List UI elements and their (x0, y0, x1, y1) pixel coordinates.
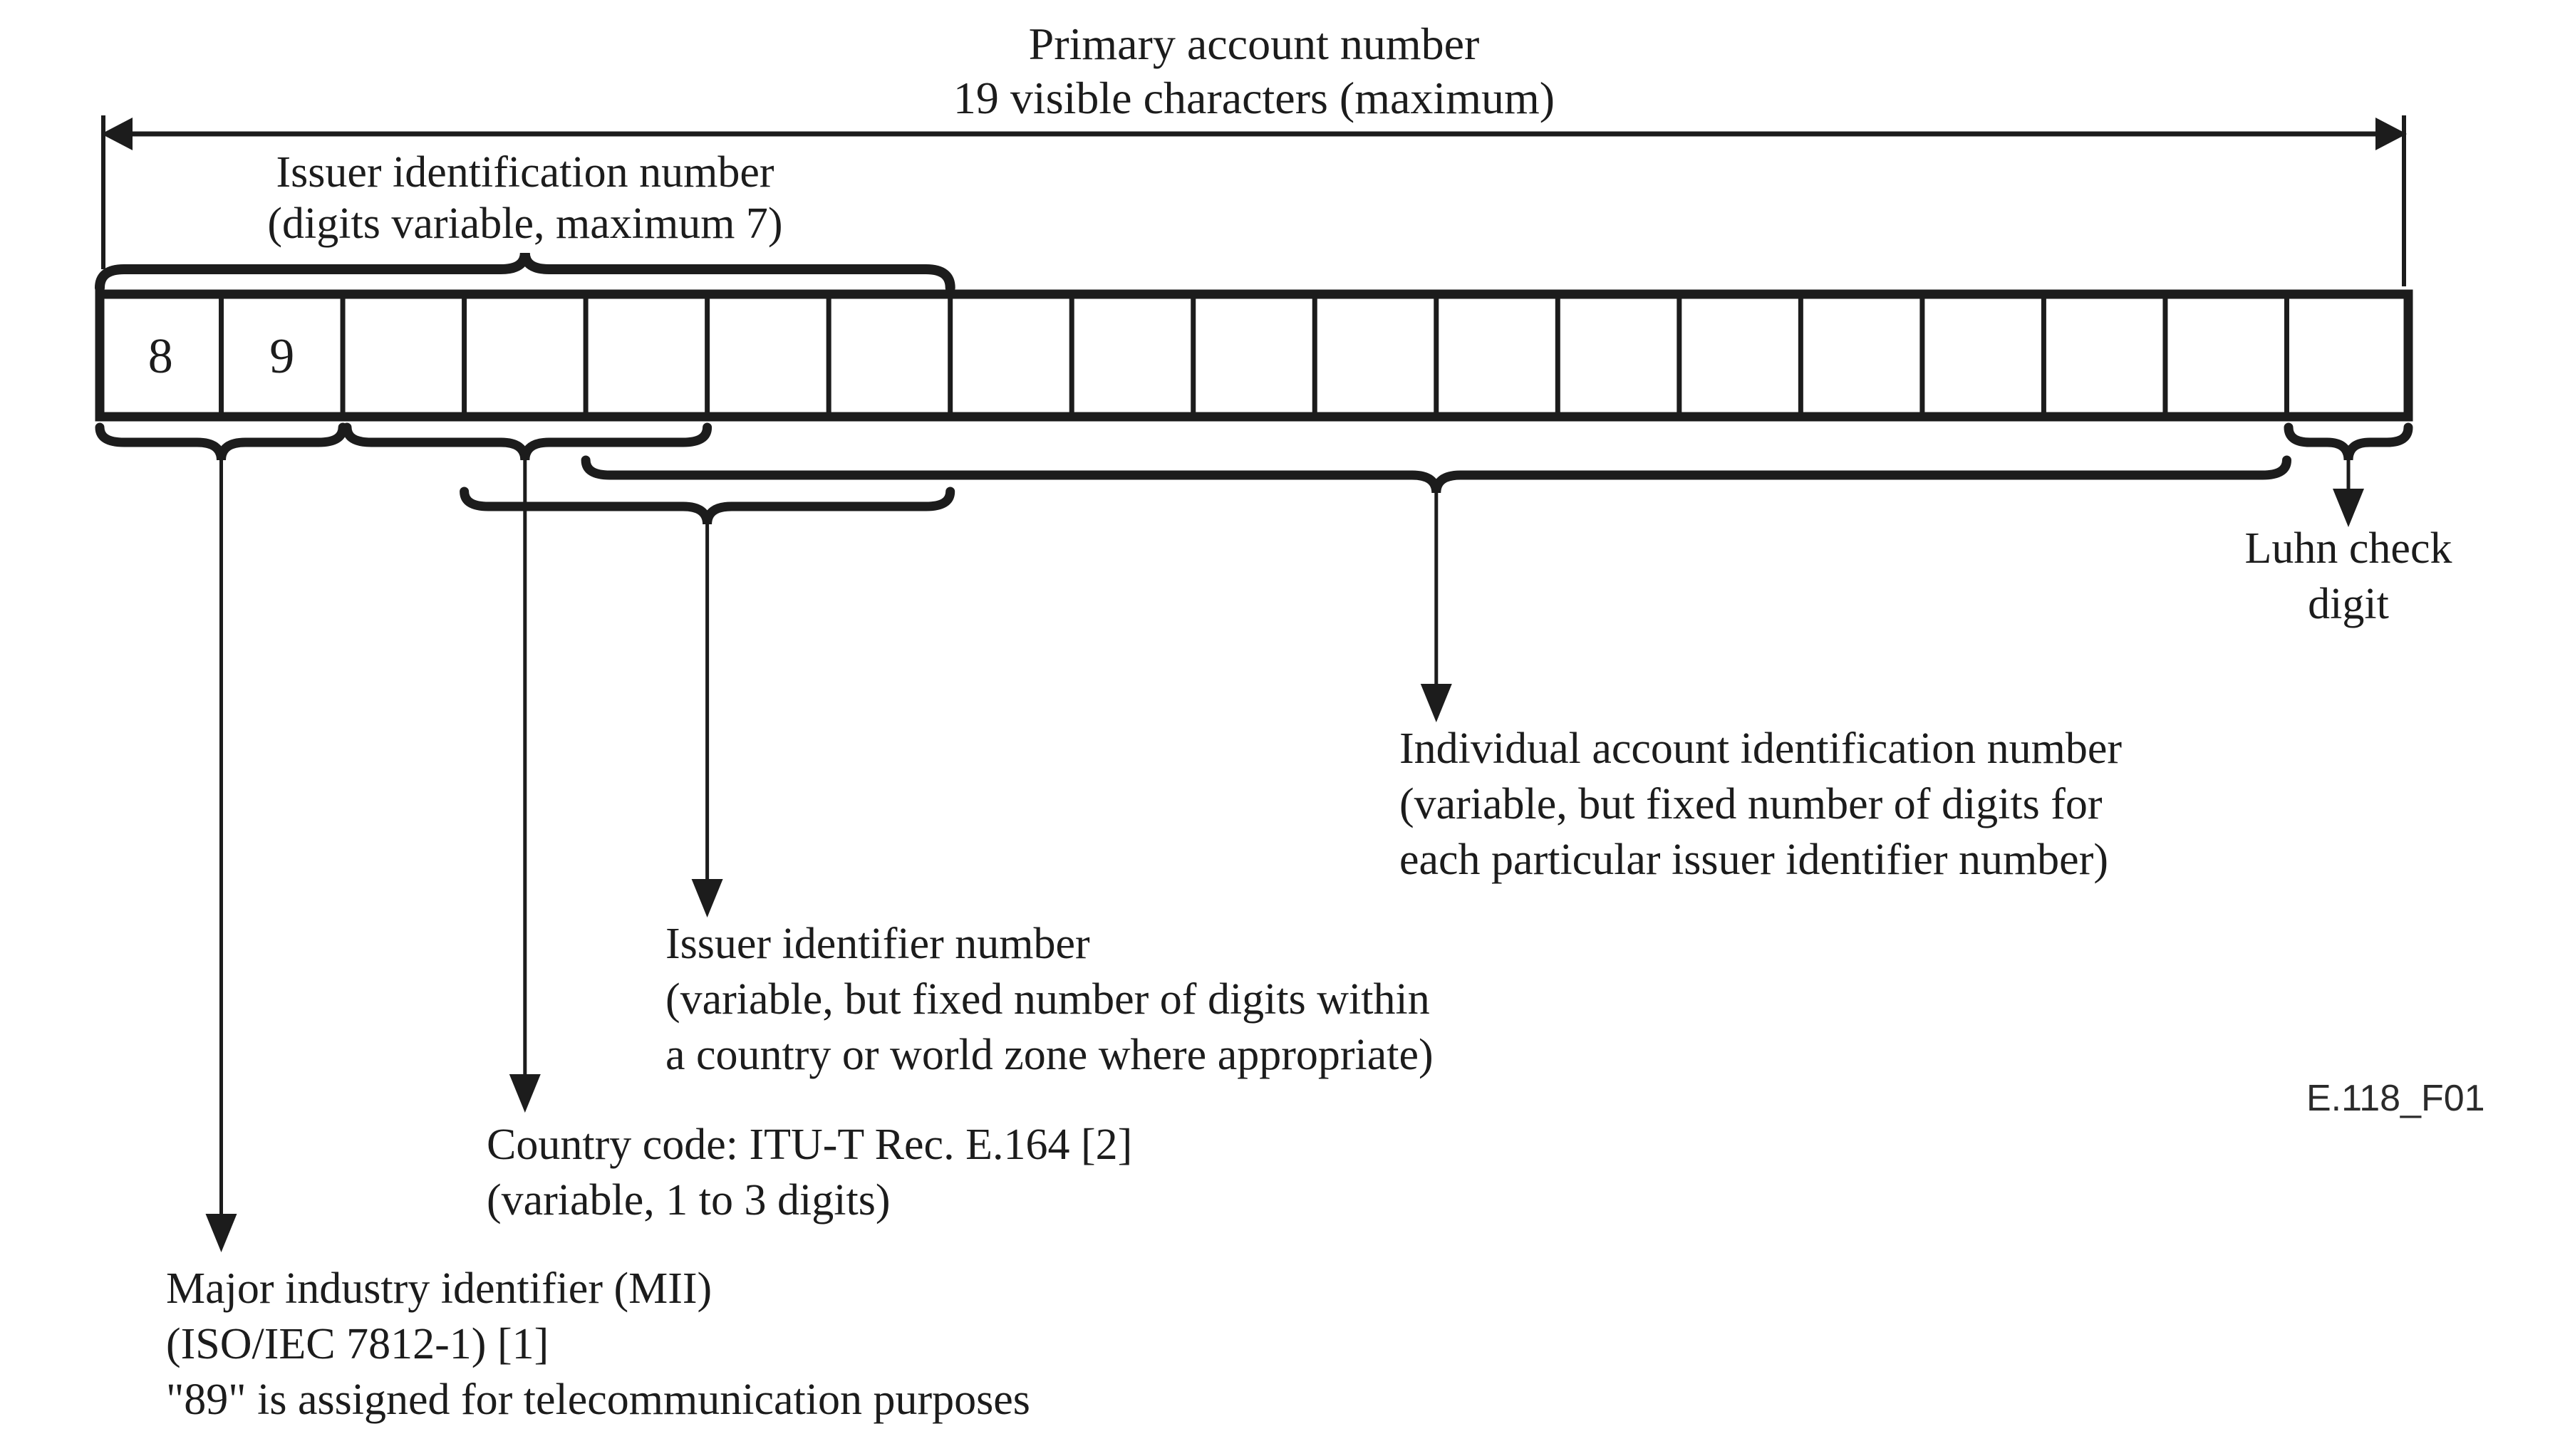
country-code-label: Country code: ITU-T Rec. E.164 [2] (vari… (487, 1117, 1132, 1228)
issuer-identifier-line3: a country or world zone where appropriat… (665, 1031, 1434, 1079)
cell-digit: 9 (269, 329, 294, 384)
span-arrowhead-right-icon (2375, 118, 2407, 150)
mii-underbrace (95, 422, 348, 461)
issuer-identifier-underbrace (460, 487, 955, 525)
figure-title: Primary account number 19 visible charac… (684, 17, 1824, 125)
iin-label-line2: (digits variable, maximum 7) (267, 199, 783, 248)
mii-line3: "89" is assigned for telecommunication p… (166, 1376, 1030, 1424)
mii-arrowhead-icon (205, 1214, 237, 1252)
country-code-line1: Country code: ITU-T Rec. E.164 [2] (487, 1120, 1133, 1169)
figure-id-label: E.118_F01 (2306, 1078, 2485, 1119)
luhn-label-line2: digit (2308, 580, 2389, 628)
country-code-line2: (variable, 1 to 3 digits) (487, 1176, 891, 1224)
individual-account-line3: each particular issuer identifier number… (1399, 836, 2108, 884)
issuer-identifier-line2: (variable, but fixed number of digits wi… (665, 975, 1430, 1024)
luhn-arrowhead-icon (2333, 489, 2364, 527)
issuer-identifier-line1: Issuer identifier number (665, 920, 1090, 968)
country-code-underbrace (342, 422, 712, 461)
luhn-label-line1: Luhn check (2244, 524, 2452, 573)
luhn-check-digit-label: Luhn check digit (2206, 521, 2491, 632)
mii-line1: Major industry identifier (MII) (166, 1264, 712, 1313)
issuer-identifier-label: Issuer identifier number (variable, but … (665, 916, 1434, 1083)
individual-account-line2: (variable, but fixed number of digits fo… (1399, 780, 2103, 828)
figure-title-line2: 19 visible characters (maximum) (953, 73, 1555, 123)
individual-account-line1: Individual account identification number (1399, 724, 2123, 773)
country-code-arrowhead-icon (509, 1074, 541, 1113)
iin-label-line1: Issuer identification number (276, 148, 774, 197)
mii-label: Major industry identifier (MII) (ISO/IEC… (166, 1261, 1030, 1428)
iin-overbrace (95, 252, 955, 293)
individual-account-arrowhead-icon (1420, 684, 1452, 722)
iin-label: Issuer identification number (digits var… (98, 147, 953, 249)
individual-account-underbrace (581, 455, 2291, 494)
individual-account-label: Individual account identification number… (1399, 721, 2122, 888)
luhn-underbrace (2284, 422, 2413, 461)
span-arrowhead-left-icon (101, 118, 133, 150)
cell-digit: 8 (148, 329, 173, 384)
figure-title-line1: Primary account number (1028, 19, 1480, 69)
issuer-identifier-arrowhead-icon (691, 879, 723, 917)
pan-digit-row-box (95, 289, 2413, 422)
mii-line2: (ISO/IEC 7812-1) [1] (166, 1320, 549, 1368)
